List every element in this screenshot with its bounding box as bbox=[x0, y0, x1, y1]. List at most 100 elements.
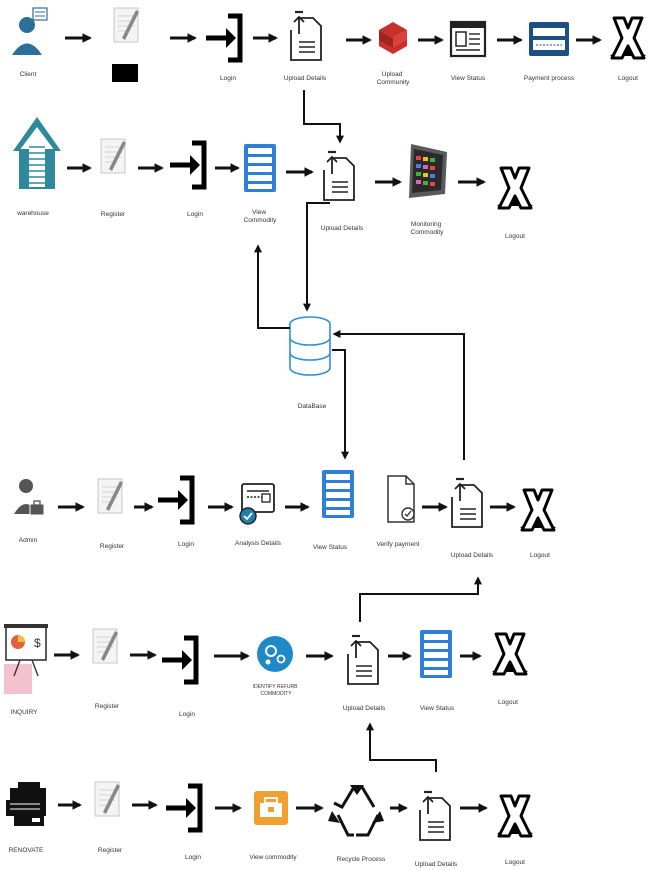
row5-arrows bbox=[58, 800, 488, 813]
connector-db-to-view-commodity bbox=[254, 244, 290, 329]
row-warehouse: warehouse Register Login View Commodity … bbox=[13, 117, 535, 240]
view-status-window-icon bbox=[449, 20, 487, 58]
row-admin: Admin Register Login Analysis Details Vi… bbox=[14, 470, 558, 559]
warehouse-register-icon bbox=[100, 138, 127, 174]
admin-login-icon bbox=[158, 478, 192, 522]
row1-arrows bbox=[65, 33, 602, 45]
upload-community-line1: Upload bbox=[382, 71, 403, 78]
renovate-register-label: Register bbox=[98, 847, 123, 854]
warehouse-view-commodity-icon bbox=[244, 144, 276, 192]
row-renovate: RENOVATE Register Login View commodity R… bbox=[6, 781, 535, 868]
row-client: Client Login Upload Details Upload Commu… bbox=[12, 7, 648, 86]
inquiry-logout-icon bbox=[490, 632, 530, 676]
client-logout-icon bbox=[608, 16, 648, 60]
client-login-icon bbox=[206, 16, 240, 60]
connector-db-to-admin-view-status bbox=[332, 349, 349, 460]
identify-refurb-label: IDENTIFY REFURB COMMODITY bbox=[253, 683, 299, 697]
redacted-block bbox=[112, 64, 138, 82]
renovate-upload-label: Upload Details bbox=[415, 861, 458, 868]
client-view-status-label: View Status bbox=[451, 75, 486, 82]
admin-register-label: Register bbox=[100, 543, 125, 550]
warehouse-view-commodity-label: View Commodity bbox=[244, 209, 278, 224]
view-commodity-line2: Commodity bbox=[244, 217, 278, 224]
renovate-actor-label: RENOVATE bbox=[9, 847, 44, 854]
client-upload-community-label: Upload Community bbox=[377, 71, 411, 86]
admin-actor-label: Admin bbox=[19, 537, 38, 544]
database-label: DataBase bbox=[298, 403, 327, 410]
dollar-glyph: $ bbox=[34, 636, 41, 650]
inquiry-login-icon bbox=[162, 638, 196, 682]
admin-logout-icon bbox=[518, 488, 558, 532]
admin-register-icon bbox=[97, 478, 124, 514]
client-actor-label: Client bbox=[20, 71, 37, 78]
inquiry-presentation-icon: $ bbox=[4, 624, 48, 694]
identify-refurb-icon bbox=[257, 636, 293, 672]
row2-arrows bbox=[67, 163, 486, 187]
renovate-login-icon bbox=[166, 786, 200, 830]
inquiry-register-icon bbox=[92, 628, 119, 664]
warehouse-login-label: Login bbox=[187, 211, 203, 218]
warehouse-login-icon bbox=[170, 143, 204, 187]
client-login-label: Login bbox=[220, 75, 236, 82]
inquiry-upload-icon bbox=[346, 634, 380, 686]
warehouse-register-label: Register bbox=[101, 211, 126, 218]
inquiry-view-status-icon bbox=[420, 630, 452, 678]
redis-icon bbox=[379, 22, 407, 54]
warehouse-upload-label: Upload Details bbox=[321, 225, 364, 232]
admin-login-label: Login bbox=[178, 541, 194, 548]
warehouse-logout-icon bbox=[495, 166, 535, 210]
client-logout-label: Logout bbox=[618, 75, 638, 82]
view-commodity-line1: View bbox=[252, 209, 266, 216]
client-payment-label: Payment process bbox=[524, 75, 575, 82]
renovate-login-label: Login bbox=[185, 854, 201, 861]
view-commodity-box-icon bbox=[254, 791, 288, 825]
connector-warehouse-upload-to-db bbox=[303, 202, 330, 312]
inquiry-upload-label: Upload Details bbox=[343, 705, 386, 712]
inquiry-view-status-label: View Status bbox=[420, 705, 455, 712]
monitoring-line2: Commodity bbox=[411, 229, 445, 236]
inquiry-login-label: Login bbox=[179, 711, 195, 718]
monitoring-screen-icon bbox=[409, 144, 447, 198]
renovate-upload-icon bbox=[418, 790, 452, 842]
admin-view-status-icon bbox=[322, 470, 354, 518]
admin-upload-icon bbox=[450, 477, 484, 529]
warehouse-logout-label: Logout bbox=[505, 233, 525, 240]
client-upload-icon bbox=[289, 10, 323, 62]
inquiry-logout-label: Logout bbox=[498, 699, 518, 706]
database-icon bbox=[289, 316, 331, 376]
row4-arrows bbox=[54, 650, 482, 661]
connector-client-to-warehouse-upload bbox=[303, 90, 344, 144]
identify-refurb-line2: COMMODITY bbox=[260, 691, 292, 697]
identify-refurb-line1: IDENTIFY REFURB bbox=[253, 684, 298, 690]
row-inquiry: $ INQUIRY Register Login IDENTIFY REFURB… bbox=[4, 624, 530, 718]
connector-admin-upload-to-db bbox=[332, 330, 465, 460]
analysis-icon bbox=[239, 483, 275, 525]
admin-verify-payment-label: Verify payment bbox=[377, 541, 420, 548]
verify-payment-icon bbox=[387, 475, 415, 523]
admin-view-status-label: View Status bbox=[313, 544, 348, 551]
client-icon bbox=[12, 7, 48, 55]
renovate-view-commodity-label: View commodity bbox=[249, 854, 297, 861]
inquiry-actor-label: INQUIRY bbox=[11, 709, 39, 716]
recycle-process-label: Recycle Process bbox=[337, 856, 386, 863]
client-upload-label: Upload Details bbox=[284, 75, 327, 82]
admin-analysis-label: Analysis Details bbox=[235, 540, 282, 547]
warehouse-icon bbox=[13, 117, 61, 189]
inquiry-register-label: Register bbox=[95, 703, 120, 710]
warehouse-actor-label: warehouse bbox=[16, 210, 49, 217]
client-register-icon bbox=[112, 7, 140, 82]
admin-upload-label: Upload Details bbox=[451, 552, 494, 559]
renovate-register-icon bbox=[94, 781, 121, 817]
warehouse-upload-icon bbox=[322, 150, 356, 202]
payment-card-icon bbox=[529, 22, 569, 56]
connector-renovate-upload-to-inquiry-upload bbox=[366, 722, 437, 772]
recycle-icon bbox=[328, 785, 384, 837]
connector-inquiry-upload-to-admin-upload bbox=[359, 576, 482, 622]
monitoring-commodity-label: Monitoring Commodity bbox=[411, 221, 445, 236]
upload-community-line2: Community bbox=[377, 79, 411, 86]
renovate-machine-icon bbox=[6, 782, 46, 826]
monitoring-line1: Monitoring bbox=[411, 221, 442, 228]
admin-logout-label: Logout bbox=[530, 552, 550, 559]
admin-icon bbox=[14, 479, 45, 516]
